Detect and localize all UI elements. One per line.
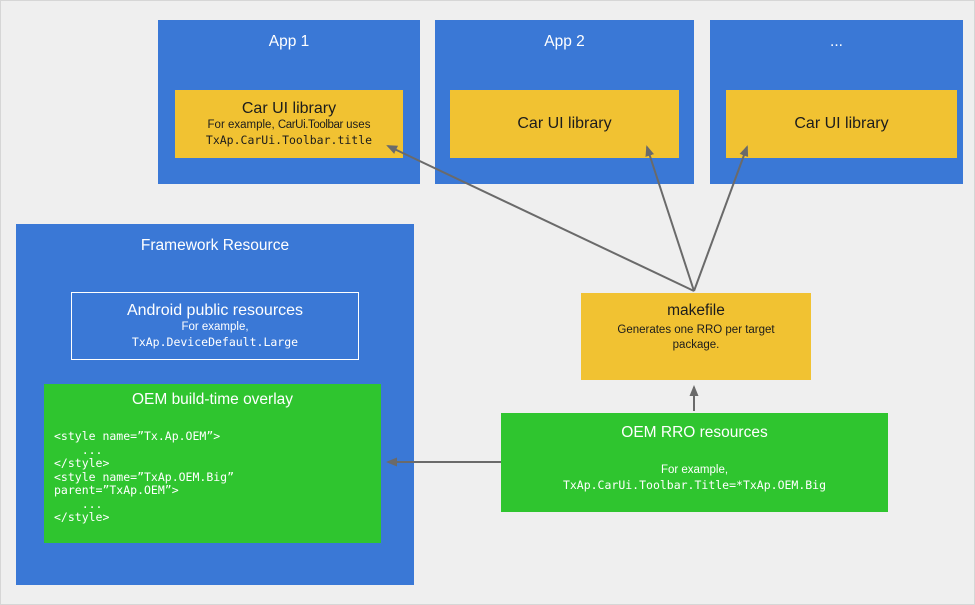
code-line: <style name=”Tx.Ap.OEM”>: [54, 429, 221, 443]
app1-library-example-ref: TxAp.CarUi.Toolbar.title: [205, 133, 373, 147]
app1-car-ui-library-title: Car UI library: [241, 100, 337, 117]
code-line: ...: [54, 442, 103, 457]
android-public-resources-example-label: For example,: [181, 321, 249, 333]
app1-library-example-line: For example, CarUi.Toolbar uses: [208, 118, 371, 133]
oem-build-time-overlay-title: OEM build-time overlay: [131, 391, 294, 408]
app-ellipsis-car-ui-library-title: Car UI library: [794, 115, 889, 132]
android-public-resources-example-code: TxAp.DeviceDefault.Large: [131, 335, 299, 349]
oem-rro-resources-box: OEM RRO resources For example, TxAp.CarU…: [501, 413, 888, 512]
app-ellipsis-car-ui-library-box: Car UI library: [726, 90, 957, 158]
code-line: </style>: [54, 510, 110, 524]
overlay-code-block: <style name=”Tx.Ap.OEM”> ... </style> <s…: [54, 429, 377, 525]
app1-car-ui-library-box: Car UI library For example, CarUi.Toolba…: [175, 90, 403, 158]
code-line: </style>: [54, 456, 110, 470]
example-suffix: uses: [342, 119, 371, 131]
app-ellipsis-title: ...: [830, 33, 843, 50]
makefile-title: makefile: [667, 302, 725, 319]
app2-box: App 2 Car UI library: [435, 20, 694, 184]
app-ellipsis-box: ... Car UI library: [710, 20, 963, 184]
example-code-inline: CarUi.Toolbar: [277, 119, 344, 131]
app2-car-ui-library-title: Car UI library: [517, 115, 612, 132]
android-public-resources-title: Android public resources: [126, 302, 304, 319]
example-prefix: For example,: [207, 119, 278, 131]
code-line: ...: [54, 496, 103, 511]
framework-resource-title: Framework Resource: [140, 237, 290, 254]
app1-title: App 1: [268, 33, 310, 50]
app2-title: App 2: [544, 33, 585, 50]
makefile-box: makefile Generates one RRO per target pa…: [581, 293, 811, 380]
makefile-description: Generates one RRO per target package.: [617, 324, 775, 351]
oem-rro-resources-title: OEM RRO resources: [621, 424, 768, 441]
oem-rro-example-label: For example,: [660, 464, 729, 476]
framework-resource-box: Framework Resource Android public resour…: [16, 224, 414, 585]
app2-car-ui-library-box: Car UI library: [450, 90, 679, 158]
android-public-resources-box: Android public resources For example, Tx…: [71, 292, 359, 360]
code-line: parent=”TxAp.OEM”>: [54, 483, 179, 497]
app1-box: App 1 Car UI library For example, CarUi.…: [158, 20, 420, 184]
code-line: <style name=”TxAp.OEM.Big”: [54, 469, 235, 484]
oem-rro-example-code: TxAp.CarUi.Toolbar.Title=*TxAp.OEM.Big: [562, 478, 827, 492]
oem-build-time-overlay-box: OEM build-time overlay <style name=”Tx.A…: [44, 384, 381, 543]
